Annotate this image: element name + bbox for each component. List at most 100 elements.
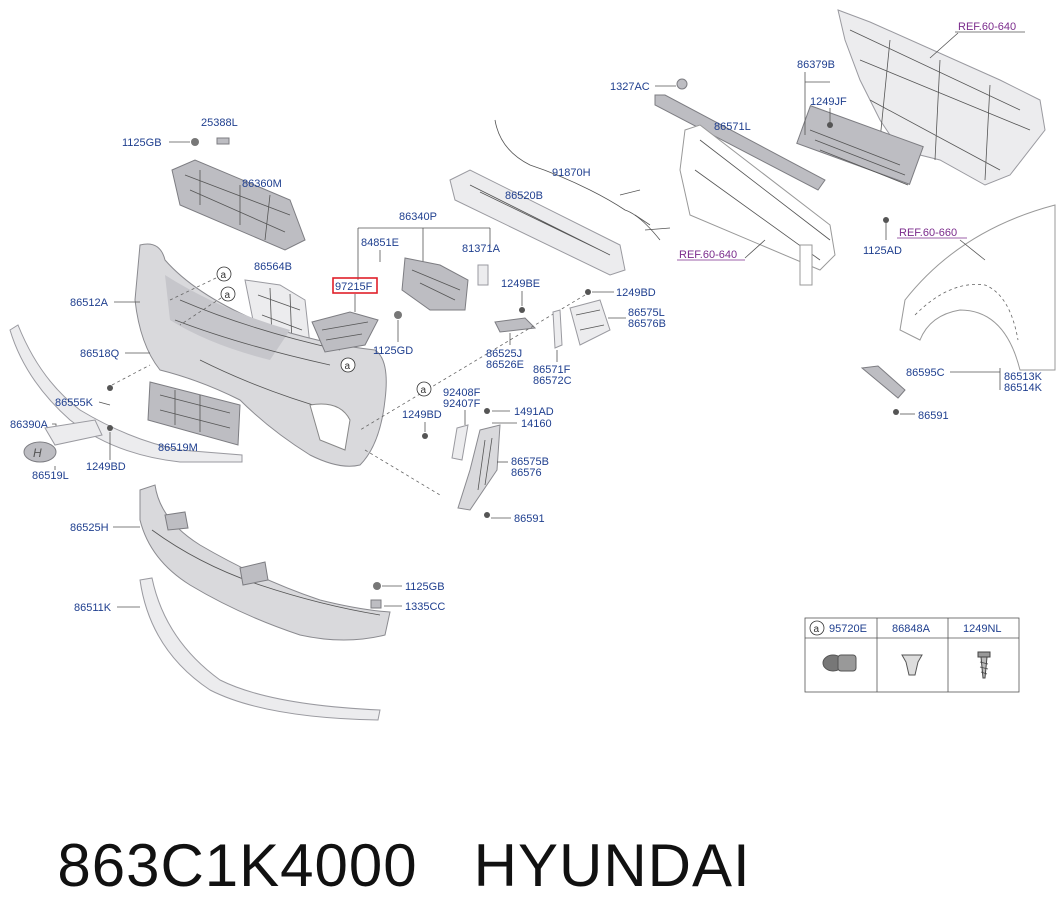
label-1125gd[interactable]: 1125GD [373, 345, 413, 357]
ref-60-640-top[interactable]: REF.60-640 [958, 21, 1016, 33]
label-86572c[interactable]: 86572C [533, 375, 572, 387]
part-number: 863C1K4000 [57, 832, 418, 899]
label-92407f[interactable]: 92407F [443, 398, 481, 410]
label-1249jf[interactable]: 1249JF [810, 96, 847, 108]
label-86512a[interactable]: 86512A [70, 297, 109, 309]
label-86595c[interactable]: 86595C [906, 367, 945, 379]
label-97215f[interactable]: 97215F [335, 281, 373, 293]
screw-icon [893, 409, 899, 415]
screw-icon [422, 433, 428, 439]
label-86591-mid[interactable]: 86591 [514, 513, 545, 525]
label-86511k[interactable]: 86511K [74, 602, 112, 614]
svg-text:a: a [225, 290, 231, 301]
svg-text:a: a [421, 385, 427, 396]
label-86379b[interactable]: 86379B [797, 59, 835, 71]
label-86526e[interactable]: 86526E [486, 359, 524, 371]
legend-code-1249nl: 1249NL [963, 623, 1002, 635]
label-91870h[interactable]: 91870H [552, 167, 591, 179]
label-86564b[interactable]: 86564B [254, 261, 292, 273]
clip-icon [107, 385, 113, 391]
bracket-86571f [552, 309, 563, 349]
label-1125ad[interactable]: 1125AD [863, 245, 902, 257]
label-14160[interactable]: 14160 [521, 418, 552, 430]
ref-circle-a-3: a [340, 357, 356, 373]
fender [899, 204, 1056, 371]
label-86591-right[interactable]: 86591 [918, 410, 949, 422]
label-92408f[interactable]: 92408F [443, 387, 481, 399]
emblem-base [44, 419, 103, 446]
label-86555k[interactable]: 86555K [55, 397, 94, 409]
label-86576b[interactable]: 86576B [628, 318, 666, 330]
fender-bracket [860, 365, 906, 399]
lower-lip-86511k [139, 577, 381, 721]
legend-col-1249nl[interactable]: 1249NL [963, 623, 1002, 679]
screw-icon [484, 512, 490, 518]
screw-icon [484, 408, 490, 414]
highlighted-part-box [332, 277, 378, 294]
label-1491ad[interactable]: 1491AD [514, 406, 554, 418]
ref-60-640-mid[interactable]: REF.60-640 [679, 249, 737, 261]
label-86518q[interactable]: 86518Q [80, 348, 120, 360]
clip-icon [370, 599, 382, 609]
garnish-strip-86555k [9, 324, 243, 463]
label-1249bd-left[interactable]: 1249BD [86, 461, 126, 473]
label-1125gb-bottom[interactable]: 1125GB [405, 581, 445, 593]
bolt-icon [394, 311, 402, 319]
label-86576[interactable]: 86576 [511, 467, 542, 479]
label-1335cc[interactable]: 1335CC [405, 601, 445, 613]
ref-circle-a-4: a [416, 381, 432, 397]
legend-col-95720e[interactable]: a 95720E [809, 620, 867, 672]
label-86571l[interactable]: 86571L [714, 121, 751, 133]
legend-code-95720e: 95720E [829, 623, 867, 635]
label-86525j[interactable]: 86525J [486, 348, 522, 360]
parts-diagram: REF.60-640 86379B 1249JF 1327AC 86571L R… [9, 9, 1056, 721]
label-86571f[interactable]: 86571F [533, 364, 571, 376]
side-garnish-86575b [457, 424, 501, 511]
label-86520b[interactable]: 86520B [505, 190, 543, 202]
screw-icon [107, 425, 113, 431]
legend-table: a 95720E 86848A 1249NL [804, 617, 1020, 693]
ref-60-660[interactable]: REF.60-660 [899, 227, 957, 239]
label-86519l[interactable]: 86519L [32, 470, 69, 482]
beam-strip [654, 94, 826, 191]
ref-circle-a-2: a [220, 286, 236, 302]
label-86360m[interactable]: 86360M [242, 178, 282, 190]
label-1249be[interactable]: 1249BE [501, 278, 540, 290]
label-1327ac[interactable]: 1327AC [610, 81, 650, 93]
label-84851e[interactable]: 84851E [361, 237, 399, 249]
screw-icon [519, 307, 525, 313]
screw-icon [585, 289, 591, 295]
label-1249bd-mid[interactable]: 1249BD [402, 409, 442, 421]
legend-col-86848a[interactable]: 86848A [892, 623, 931, 676]
lamp-92408f [451, 424, 469, 461]
legend-code-86848a: 86848A [892, 623, 931, 635]
label-86525h[interactable]: 86525H [70, 522, 109, 534]
sensor-bracket-assembly [401, 257, 469, 311]
bolt-icon [191, 138, 199, 146]
label-81371a[interactable]: 81371A [462, 243, 501, 255]
ref-circle-a-1: a [216, 266, 232, 282]
svg-text:H: H [33, 446, 42, 460]
bracket-86525j [494, 317, 537, 333]
energy-absorber [449, 169, 626, 276]
label-86575b[interactable]: 86575B [511, 456, 549, 468]
label-86575l[interactable]: 86575L [628, 307, 665, 319]
lower-skid-plate-86525h [139, 484, 391, 641]
brand-name: HYUNDAI [473, 832, 751, 899]
screw-icon [977, 651, 991, 679]
part-caption: 863C1K4000 HYUNDAI [22, 762, 751, 900]
label-86513k[interactable]: 86513K [1004, 371, 1043, 383]
label-86390a[interactable]: 86390A [10, 419, 49, 431]
svg-text:a: a [221, 270, 227, 281]
label-86514k[interactable]: 86514K [1004, 382, 1043, 394]
clip-icon [676, 78, 688, 90]
label-25388l[interactable]: 25388L [201, 117, 238, 129]
label-86519m[interactable]: 86519M [158, 442, 198, 454]
label-86340p[interactable]: 86340P [399, 211, 437, 223]
bolt-icon [883, 217, 889, 223]
svg-text:a: a [345, 361, 351, 372]
label-1249bd-right[interactable]: 1249BD [616, 287, 656, 299]
bolt-icon [827, 122, 833, 128]
label-1125gb-top[interactable]: 1125GB [122, 137, 162, 149]
sensor-cover-97215f [311, 311, 379, 353]
